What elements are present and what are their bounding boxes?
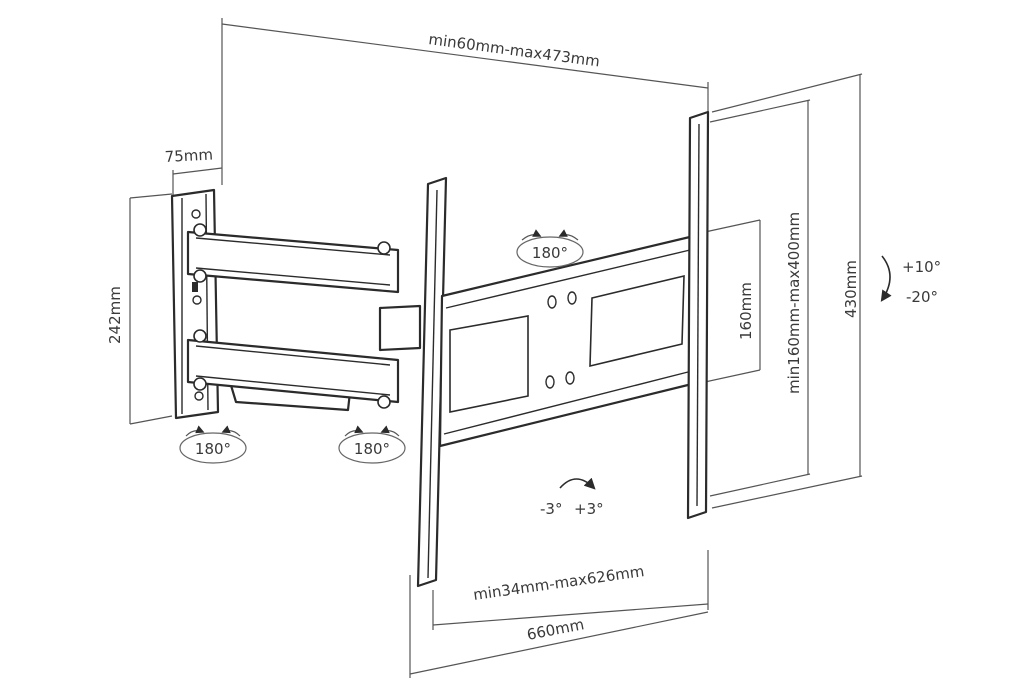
vesa-inner-label: 160mm bbox=[737, 282, 755, 340]
lower-arm bbox=[186, 329, 400, 409]
vesa-horizontal-label: min34mm-max626mm bbox=[472, 562, 645, 604]
level-indicator: -3° +3° bbox=[540, 477, 604, 518]
tilt-up-label: +10° bbox=[902, 258, 941, 276]
left-vertical-rail bbox=[416, 176, 448, 588]
rotation-label-top: 180° bbox=[532, 244, 568, 262]
plate-height-label: 242mm bbox=[106, 286, 124, 344]
level-left-label: -3° bbox=[540, 500, 562, 518]
rotation-badge-top: 180° bbox=[516, 229, 584, 268]
level-right-label: +3° bbox=[574, 500, 604, 518]
rotation-badge-middle: 180° bbox=[338, 425, 406, 464]
total-height-label: 430mm bbox=[842, 260, 860, 318]
rotation-label-middle: 180° bbox=[354, 440, 390, 458]
vesa-vertical-label: min160mm-max400mm bbox=[785, 212, 803, 394]
top-width-label: min60mm-max473mm bbox=[427, 30, 600, 70]
main-mounting-plate bbox=[438, 234, 696, 448]
dimension-lines bbox=[129, 18, 863, 678]
rotation-label-wall: 180° bbox=[195, 440, 231, 458]
rotation-badge-wall: 180° bbox=[179, 425, 247, 464]
upper-arm bbox=[186, 223, 400, 294]
arm-offset-label: 75mm bbox=[164, 145, 213, 166]
tilt-down-label: -20° bbox=[906, 288, 938, 306]
right-vertical-rail bbox=[686, 110, 710, 520]
tilt-indicator: +10° -20° bbox=[880, 255, 941, 306]
arm-joint-block bbox=[378, 304, 422, 352]
